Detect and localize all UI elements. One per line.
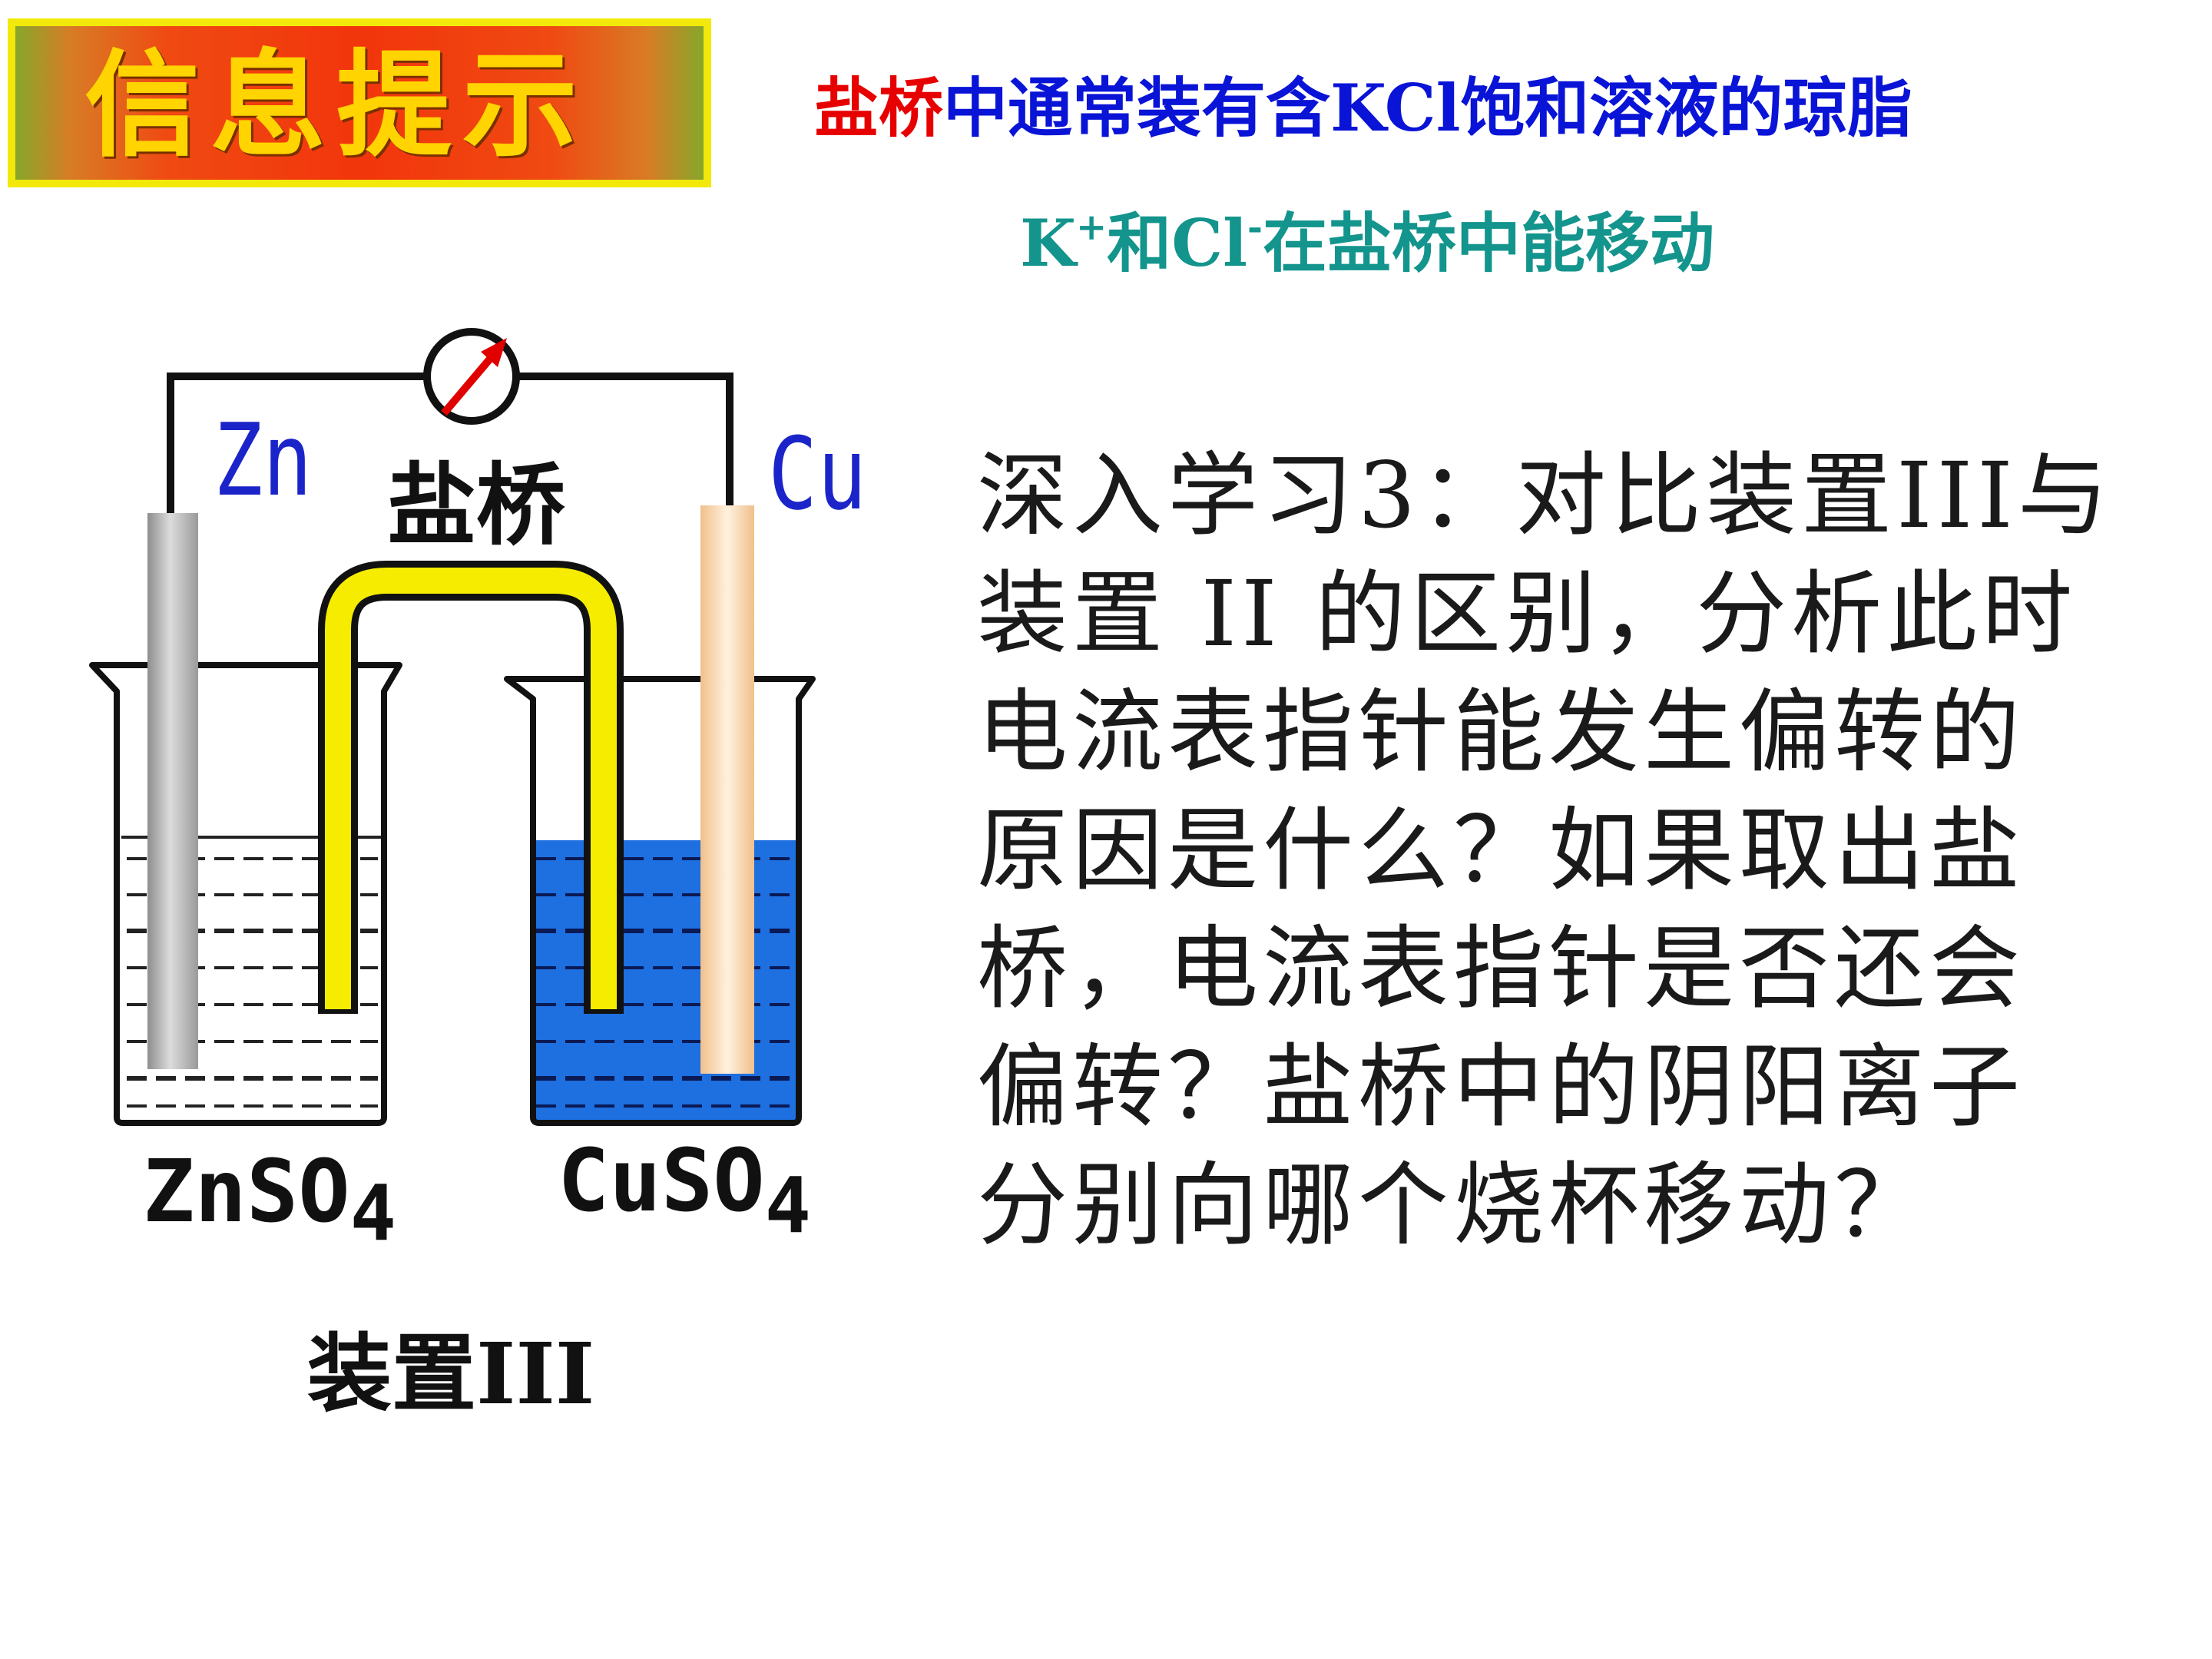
- minus-charge: -: [1247, 206, 1263, 249]
- badge-title: 信息提示: [84, 38, 589, 173]
- znso4-formula: ZnSO: [143, 1142, 350, 1242]
- right-beaker: [504, 676, 816, 1126]
- zinc-electrode: [147, 513, 198, 1069]
- question-text: 深入学习3：对比装置III与 装置 II 的区别，分析此时 电流表指针能发生偏转…: [977, 442, 2113, 1258]
- cuso4-subscript: 4: [765, 1161, 811, 1250]
- left-beaker-glass: [89, 662, 402, 1126]
- galvanic-cell-diagram: Zn Cu 盐桥 ZnSO4 CuSO4: [89, 328, 866, 1258]
- device-caption: 装置III: [307, 1324, 595, 1423]
- info-line-1-text: 中通常装有含KCl饱和溶液的琼脂: [943, 70, 1912, 146]
- cuso4-formula: CuSO: [558, 1131, 765, 1231]
- ammeter-needle: [441, 350, 498, 416]
- info-badge: 信息提示: [8, 18, 711, 187]
- salt-bridge-label: 盐桥: [387, 454, 565, 558]
- info-line-2-text: 在盐桥中能移动: [1262, 205, 1714, 281]
- info-line-2: K+和Cl-在盐桥中能移动: [1020, 201, 1714, 286]
- plus-charge: +: [1076, 206, 1108, 249]
- copper-electrode: [700, 505, 754, 1074]
- chloride-symbol: 和Cl: [1107, 205, 1248, 281]
- arrow-icon: [481, 338, 507, 367]
- ammeter: [423, 328, 520, 425]
- cuso4-label: CuSO4: [558, 1131, 811, 1250]
- zn-label: Zn: [214, 403, 312, 519]
- info-line-1: 盐桥中通常装有含KCl饱和溶液的琼脂: [814, 66, 1912, 151]
- circuit-wire-right: [517, 373, 733, 513]
- circuit-wire: [167, 373, 426, 531]
- znso4-subscript: 4: [350, 1168, 396, 1258]
- znso4-label: ZnSO4: [143, 1142, 396, 1258]
- right-beaker-glass: [504, 676, 816, 1126]
- cu-label: Cu: [768, 417, 866, 533]
- salt-bridge-term: 盐桥: [814, 70, 944, 146]
- potassium-symbol: K: [1020, 205, 1077, 281]
- salt-bridge: [318, 561, 624, 1014]
